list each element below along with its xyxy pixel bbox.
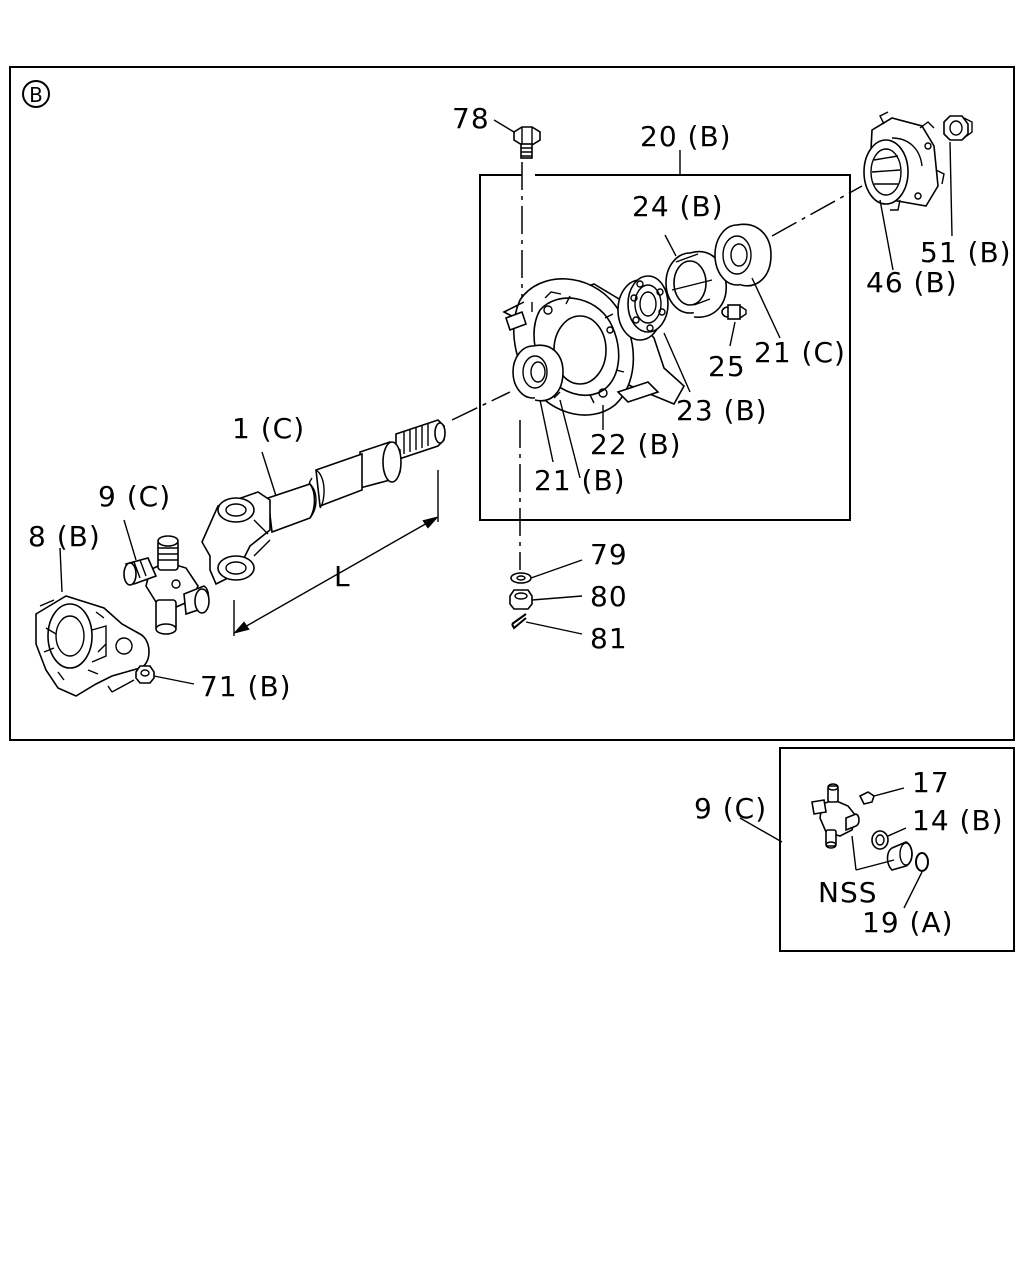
main-panel-frame bbox=[9, 66, 1015, 741]
label-79: 79 bbox=[590, 538, 628, 571]
label-80: 80 bbox=[590, 580, 628, 613]
detail-panel-frame bbox=[779, 747, 1015, 952]
universal-joint-9c bbox=[123, 535, 210, 635]
assembly-box-20b bbox=[479, 174, 851, 521]
section-marker-letter: B bbox=[29, 83, 43, 107]
label-24b: 24 (B) bbox=[632, 190, 724, 223]
section-marker: B bbox=[22, 80, 50, 108]
nut-80 bbox=[509, 589, 533, 610]
detail-label-nss: NSS bbox=[818, 876, 878, 909]
nut-71b bbox=[135, 665, 155, 684]
seal-21b bbox=[512, 344, 564, 402]
detail-label-17: 17 bbox=[912, 766, 950, 799]
label-25: 25 bbox=[708, 350, 746, 383]
detail-bearing-cup bbox=[886, 841, 913, 871]
flange-yoke-8b bbox=[35, 595, 150, 697]
label-dim-l: L bbox=[334, 560, 351, 593]
propeller-shaft-1c bbox=[201, 419, 446, 586]
label-71b: 71 (B) bbox=[200, 670, 292, 703]
detail-spider-9c bbox=[811, 783, 860, 849]
label-21c: 21 (C) bbox=[754, 336, 846, 369]
label-1c: 1 (C) bbox=[232, 412, 305, 445]
washer-79 bbox=[510, 572, 532, 584]
label-9c: 9 (C) bbox=[98, 480, 171, 513]
cotter-pin-81 bbox=[511, 613, 527, 630]
detail-seal-14b bbox=[871, 830, 889, 850]
label-21b: 21 (B) bbox=[534, 464, 626, 497]
detail-grease-fitting-17 bbox=[858, 791, 875, 805]
detail-label-14b: 14 (B) bbox=[912, 804, 1004, 837]
detail-label-9c: 9 (C) bbox=[694, 792, 767, 825]
label-81: 81 bbox=[590, 622, 628, 655]
deflector-24b bbox=[665, 250, 727, 318]
label-20b: 20 (B) bbox=[640, 120, 732, 153]
label-8b: 8 (B) bbox=[28, 520, 101, 553]
label-78: 78 bbox=[452, 102, 490, 135]
bearing-23b bbox=[617, 275, 669, 341]
seal-21c bbox=[714, 223, 772, 287]
detail-snap-ring-19a bbox=[915, 852, 929, 872]
label-51b: 51 (B) bbox=[920, 236, 1012, 269]
companion-flange-46b bbox=[863, 111, 945, 211]
bolt-78 bbox=[513, 126, 541, 159]
label-23b: 23 (B) bbox=[676, 394, 768, 427]
detail-label-19a: 19 (A) bbox=[862, 906, 954, 939]
label-46b: 46 (B) bbox=[866, 266, 958, 299]
nut-51b bbox=[943, 115, 973, 141]
label-22b: 22 (B) bbox=[590, 428, 682, 461]
dimension-l bbox=[233, 470, 439, 636]
grease-nipple-25 bbox=[721, 304, 747, 320]
